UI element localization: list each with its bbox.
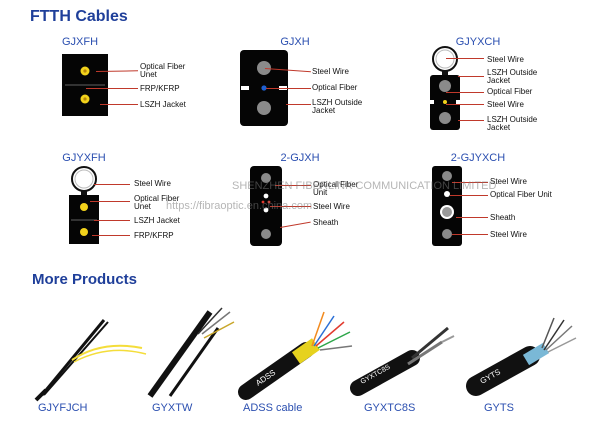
- label-optical-fiber: Optical Fiber: [487, 88, 532, 96]
- label-lszh-outside-jacket: LSZH Outside Jacket: [487, 69, 557, 85]
- label-lszh-outside-jacket: LSZH Outside Jacket: [487, 116, 557, 132]
- watermark-company: SHENZHEN FIBERLINK COMMUNICATION LIMITED: [232, 180, 496, 192]
- watermark-url: https://fibraoptic.en.china.com: [166, 200, 312, 212]
- pointer-line: [450, 195, 488, 196]
- label-steel-wire: Steel Wire: [313, 203, 350, 211]
- pointer-line: [286, 104, 311, 105]
- label-steel-wire: Steel Wire: [312, 68, 349, 76]
- pointer-line: [90, 201, 130, 202]
- product-name-gyxtc8s[interactable]: GYXTC8S: [364, 402, 415, 414]
- cable-name-gjxfh: GJXFH: [20, 36, 140, 48]
- pointer-line: [452, 234, 488, 235]
- pointer-line: [458, 120, 484, 121]
- section-title-more-products: More Products: [32, 271, 137, 288]
- label-sheath: Sheath: [313, 219, 338, 227]
- pointer-line: [446, 58, 484, 59]
- product-image-gyts: GYTS: [468, 318, 578, 400]
- cable-name-gjyxfh: GJYXFH: [24, 152, 144, 164]
- label-lszh-jacket: LSZH Jacket: [134, 217, 180, 225]
- label-steel-wire: Steel Wire: [134, 180, 171, 188]
- gjyxfh-cross-section: [66, 166, 102, 244]
- pointer-line: [86, 88, 138, 89]
- product-image-gyxtw: [140, 304, 240, 400]
- section-title-ftth: FTTH Cables: [30, 8, 128, 26]
- pointer-line: [280, 222, 311, 228]
- product-name-gyts[interactable]: GYTS: [484, 402, 514, 414]
- label-optical-fiber-unet: Optical Fiber Unet: [140, 63, 200, 79]
- gjxfh-cross-section: [62, 54, 108, 116]
- pointer-line: [94, 184, 130, 185]
- product-image-gyxtc8s: GYXTC8S: [350, 318, 460, 400]
- pointer-line: [456, 217, 488, 218]
- product-name-adss[interactable]: ADSS cable: [243, 402, 302, 414]
- label-steel-wire: Steel Wire: [490, 231, 527, 239]
- label-frp-kfrp: FRP/KFRP: [134, 232, 174, 240]
- cable-name-2-gjxh: 2-GJXH: [240, 152, 360, 164]
- product-image-adss: ADSS: [236, 310, 356, 400]
- pointer-line: [446, 92, 484, 93]
- label-lszh-outside-jacket: LSZH Outside Jacket: [312, 99, 387, 115]
- pointer-line: [92, 235, 130, 236]
- label-steel-wire: Steel Wire: [487, 56, 524, 64]
- label-steel-wire: Steel Wire: [487, 101, 524, 109]
- cable-name-gjxh: GJXH: [235, 36, 355, 48]
- product-image-gjyfjch: [22, 300, 152, 400]
- pointer-line: [94, 220, 130, 221]
- label-frp-kfrp: FRP/KFRP: [140, 85, 180, 93]
- product-name-gyxtw[interactable]: GYXTW: [152, 402, 192, 414]
- product-name-gjyfjch[interactable]: GJYFJCH: [38, 402, 88, 414]
- label-lszh-jacket: LSZH Jacket: [140, 101, 186, 109]
- pointer-line: [458, 76, 484, 77]
- label-optical-fiber: Optical Fiber: [312, 84, 357, 92]
- pointer-line: [96, 70, 138, 72]
- label-sheath: Sheath: [490, 214, 515, 222]
- label-optical-fiber-unit: Optical Fiber Unit: [490, 191, 552, 199]
- pointer-line: [446, 104, 484, 105]
- pointer-line: [100, 104, 138, 105]
- cable-name-2-gjyxch: 2-GJYXCH: [418, 152, 538, 164]
- pointer-line: [266, 88, 311, 89]
